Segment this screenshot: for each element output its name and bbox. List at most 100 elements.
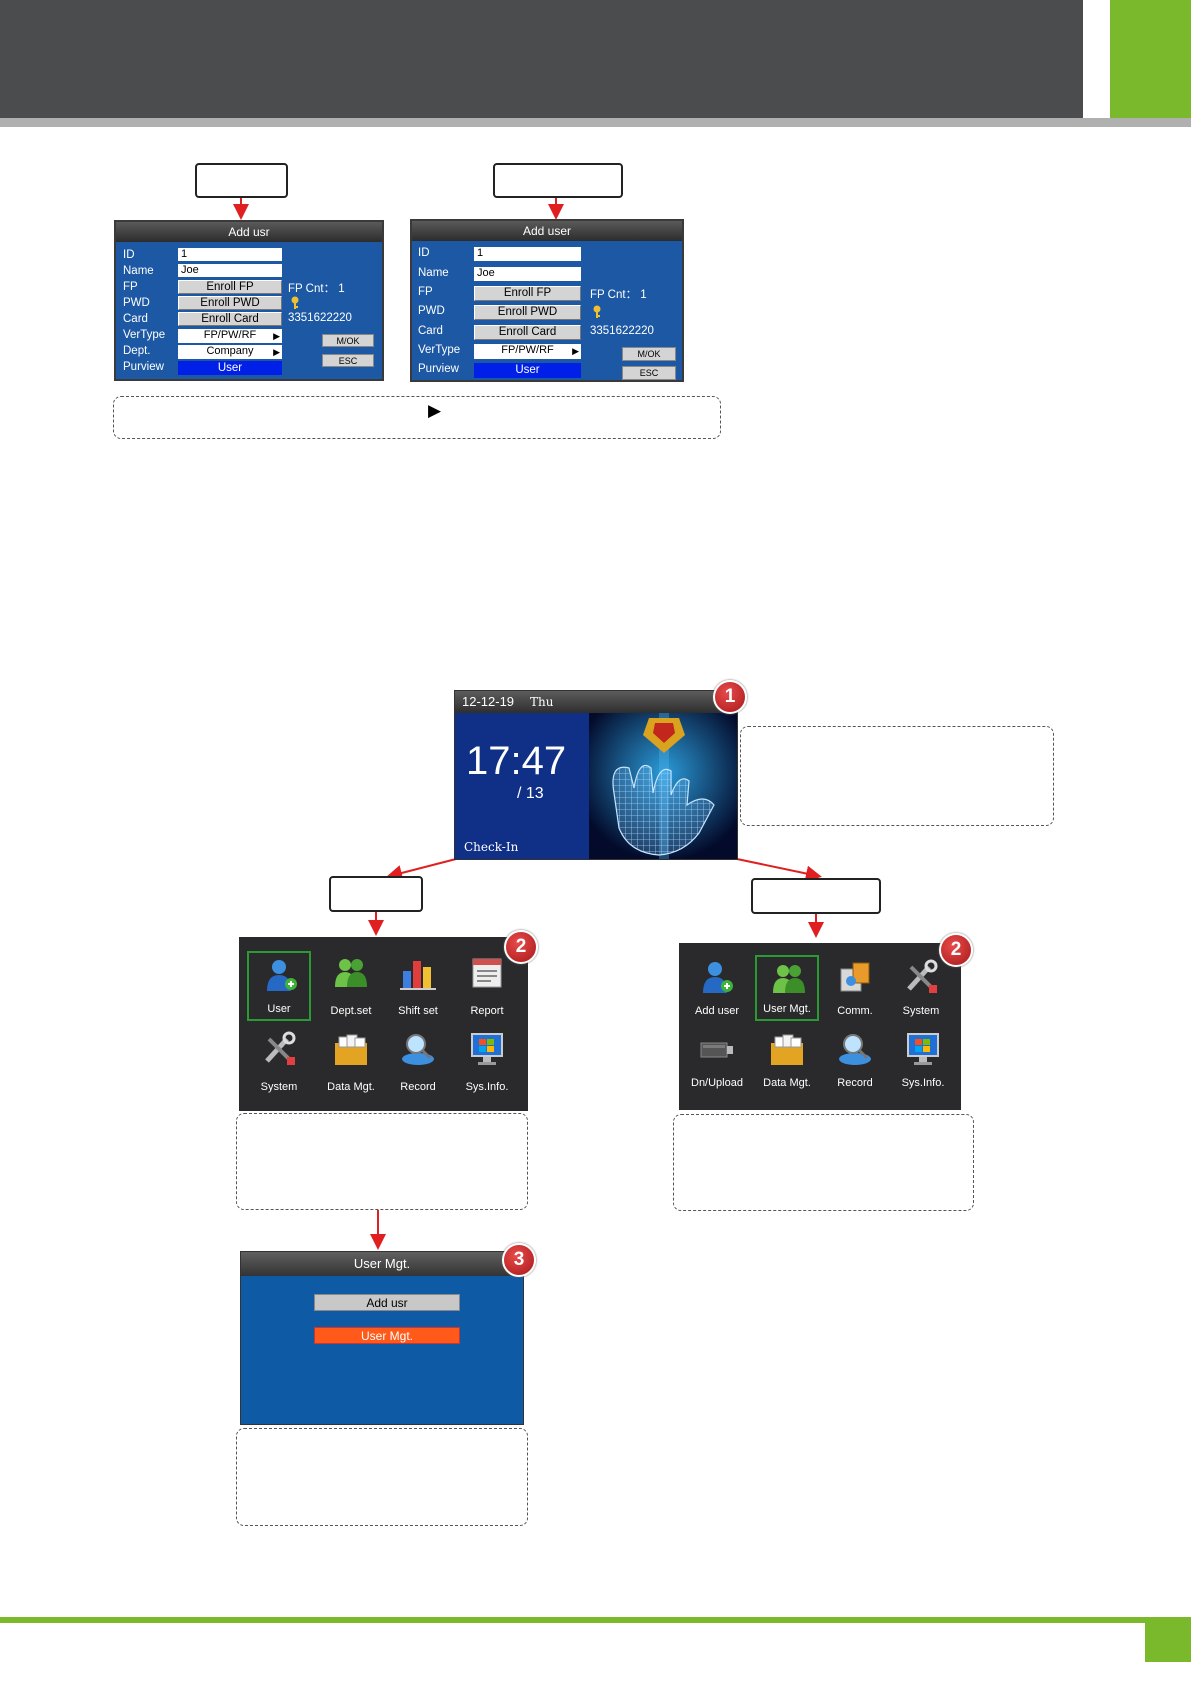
date-display: 12-12-19: [462, 694, 515, 709]
menu-item-data-mgt[interactable]: Data Mgt.: [319, 1027, 383, 1097]
menu-label: Shift set: [398, 1005, 438, 1017]
label-box-large-screen: [493, 163, 623, 198]
comm-icon: [840, 962, 870, 992]
label-name: Name: [123, 265, 154, 277]
mok-button[interactable]: M/OK: [622, 347, 676, 361]
id-field[interactable]: 1: [178, 248, 282, 261]
label-card: Card: [418, 325, 443, 337]
name-field[interactable]: Joe: [178, 264, 282, 277]
menu-item-dn-upload[interactable]: Dn/Upload: [685, 1027, 749, 1093]
id-field[interactable]: 1: [474, 247, 581, 261]
sys-info-icon: [471, 1033, 503, 1065]
menu-item-sys-info[interactable]: Sys.Info.: [455, 1027, 519, 1097]
key-icon: [592, 305, 602, 319]
enroll-card-button[interactable]: Enroll Card: [178, 312, 282, 326]
dropdown-arrow-icon: ▶: [273, 347, 280, 357]
enroll-fp-button[interactable]: Enroll FP: [178, 280, 282, 294]
enroll-pwd-button[interactable]: Enroll PWD: [474, 305, 581, 320]
record-icon: [839, 1034, 871, 1065]
add-user-screen: Add user ID Name FP PWD Card VerType Pur…: [410, 219, 684, 382]
menu-label: Dept.set: [330, 1005, 372, 1017]
report-icon: [472, 958, 502, 988]
check-in-status: Check-In: [464, 840, 519, 854]
menu-item-system[interactable]: System: [247, 1027, 311, 1097]
enroll-pwd-button[interactable]: Enroll PWD: [178, 296, 282, 310]
usb-drive-icon: [700, 1042, 733, 1058]
label-box-left-branch: [329, 876, 423, 912]
menu-label: Sys.Info.: [465, 1081, 509, 1093]
menu-item-add-user[interactable]: Add user: [685, 955, 749, 1021]
note-box-left-menu: [236, 1113, 528, 1210]
label-pwd: PWD: [123, 297, 150, 309]
mok-button[interactable]: M/OK: [322, 334, 374, 347]
clock-time: 17:47: [466, 739, 567, 783]
data-mgt-icon: [335, 1034, 367, 1065]
menu-item-user[interactable]: User: [247, 951, 311, 1021]
label-fp: FP: [123, 281, 138, 293]
screen-title: Add user: [412, 221, 682, 241]
name-field[interactable]: Joe: [474, 267, 581, 281]
vertype-value: FP/PW/RF: [501, 344, 554, 356]
arrow-left-branch: [386, 858, 457, 881]
menu-label: System: [902, 1005, 940, 1017]
dept-value: Company: [206, 345, 254, 357]
record-icon: [402, 1034, 434, 1065]
triangle-glyph: ▶: [428, 401, 442, 420]
purview-select[interactable]: User: [474, 363, 581, 378]
day-display: Thu: [530, 695, 554, 709]
sys-info-icon: [907, 1033, 939, 1065]
note-box-top: ▶: [113, 396, 721, 439]
main-screen: 12-12-19 Thu 17:47 / 13 Check-In: [454, 690, 738, 860]
user-icon: [267, 960, 297, 991]
label-purview: Purview: [418, 363, 459, 375]
user-mgt-screen: User Mgt. Add usr User Mgt.: [240, 1251, 524, 1425]
menu-item-shift-set[interactable]: Shift set: [386, 951, 450, 1021]
menu-item-comm[interactable]: Comm.: [823, 955, 887, 1021]
menu-label: Data Mgt.: [763, 1077, 811, 1089]
shift-set-icon: [400, 961, 436, 990]
vertype-select[interactable]: FP/PW/RF ▶: [474, 344, 581, 359]
esc-button[interactable]: ESC: [322, 354, 374, 367]
purview-select[interactable]: User: [178, 361, 282, 375]
menu-item-report[interactable]: Report: [455, 951, 519, 1021]
user-mgt-option[interactable]: User Mgt.: [314, 1327, 460, 1344]
esc-button[interactable]: ESC: [622, 366, 676, 380]
dropdown-arrow-icon: ▶: [273, 331, 280, 341]
fp-count: FP Cnt： 1: [590, 289, 647, 301]
fp-count: FP Cnt： 1: [288, 283, 345, 295]
menu-item-user-mgt[interactable]: User Mgt.: [755, 955, 819, 1021]
menu-label: User Mgt.: [763, 1003, 811, 1015]
label-card: Card: [123, 313, 148, 325]
header-bar: [0, 0, 1083, 118]
clock-date-small: / 13: [517, 785, 544, 802]
step-badge-2-right: 2: [939, 933, 973, 967]
dept-select[interactable]: Company ▶: [178, 345, 282, 359]
note-box-right-menu: [673, 1114, 974, 1211]
enroll-fp-button[interactable]: Enroll FP: [474, 286, 581, 301]
menu-item-record[interactable]: Record: [823, 1027, 887, 1093]
label-purview: Purview: [123, 361, 164, 373]
user-mgt-icon: [773, 965, 805, 993]
menu-item-data-mgt[interactable]: Data Mgt.: [755, 1027, 819, 1093]
dropdown-arrow-icon: ▶: [572, 346, 579, 356]
menu-label: Record: [837, 1077, 873, 1089]
menu-label: System: [260, 1081, 298, 1093]
menu-item-system[interactable]: System: [889, 955, 953, 1021]
note-box-main: [740, 726, 1054, 826]
vertype-select[interactable]: FP/PW/RF ▶: [178, 329, 282, 343]
dept-set-icon: [335, 959, 367, 987]
main-screen-titlebar: 12-12-19 Thu: [455, 691, 737, 713]
system-tools-icon: [907, 959, 938, 993]
menu-label: Report: [470, 1005, 504, 1017]
label-box-right-branch: [751, 878, 881, 914]
key-icon: [290, 296, 300, 310]
add-usr-option[interactable]: Add usr: [314, 1294, 460, 1311]
menu-label: Dn/Upload: [691, 1077, 743, 1089]
menu-item-sys-info[interactable]: Sys.Info.: [891, 1027, 955, 1093]
menu-item-dept-set[interactable]: Dept.set: [319, 951, 383, 1021]
main-menu-left: User Dept.set Shift set Report System Da…: [239, 937, 528, 1111]
menu-item-record[interactable]: Record: [386, 1027, 450, 1097]
footer-page-tab: [1145, 1623, 1191, 1662]
enroll-card-button[interactable]: Enroll Card: [474, 325, 581, 340]
user-mgt-title: User Mgt.: [241, 1252, 523, 1276]
